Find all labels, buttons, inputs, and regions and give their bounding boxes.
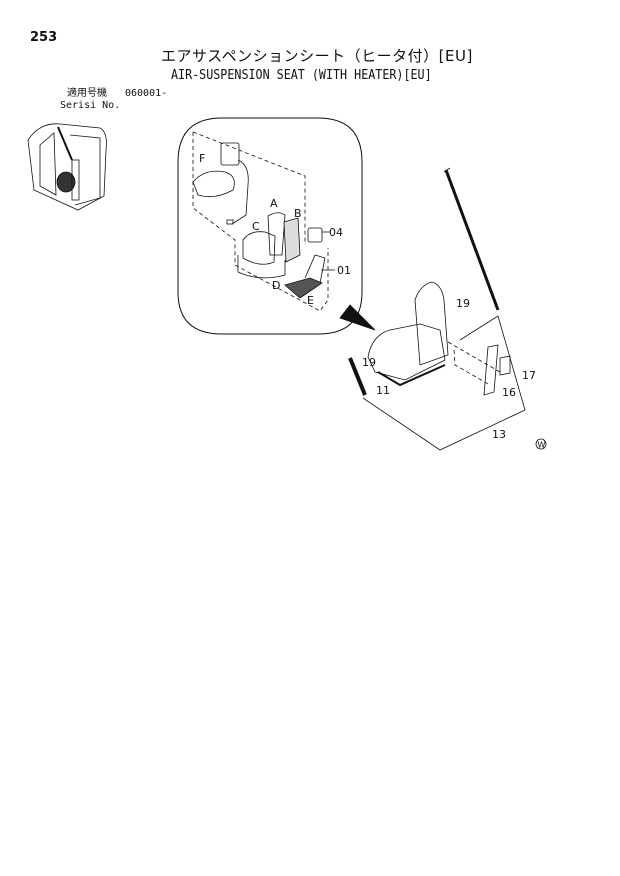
detail-callout <box>177 117 376 335</box>
label-A: A <box>270 197 278 210</box>
label-F: F <box>199 152 205 165</box>
cab-location-thumbnail <box>27 123 107 211</box>
label-04: 04 <box>329 226 343 239</box>
label-D: D <box>272 279 280 292</box>
serial-label-japanese: 適用号機 <box>67 88 107 99</box>
page-title-english: AIR-SUSPENSION SEAT (WITH HEATER)[EU] <box>171 68 432 83</box>
label-B: B <box>294 207 302 220</box>
label-19-left: 19 <box>362 356 376 369</box>
page-number: 253 <box>30 30 58 45</box>
w-symbol-icon: W <box>535 438 547 450</box>
serial-number-value: 060001- <box>125 88 168 99</box>
label-C: C <box>252 220 260 233</box>
page-title-japanese: エアサスペンションシート（ヒータ付）[EU] <box>161 47 473 65</box>
svg-text:W: W <box>538 441 546 450</box>
label-13: 13 <box>492 428 506 441</box>
label-19-top: 19 <box>456 297 470 310</box>
label-17: 17 <box>522 369 536 382</box>
label-11: 11 <box>376 384 390 397</box>
seat-assembly <box>348 167 526 451</box>
label-E: E <box>307 294 314 307</box>
serial-label-english: Serisi No. <box>60 100 121 111</box>
label-01: 01 <box>337 264 351 277</box>
label-16: 16 <box>502 386 516 399</box>
